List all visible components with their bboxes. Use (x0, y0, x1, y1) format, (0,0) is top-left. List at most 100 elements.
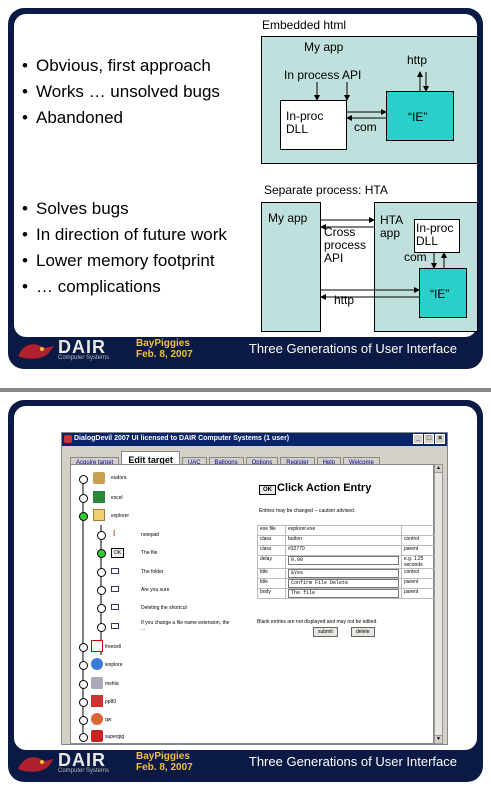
tree-item-deleting-shortcut[interactable]: Deleting the shortcut (141, 605, 187, 611)
tree-toggle[interactable] (97, 623, 106, 632)
title-parent-field[interactable]: Confirm File Delete (288, 579, 399, 588)
bullet: •Abandoned (22, 108, 123, 127)
ok-icon: OK (111, 548, 125, 558)
maximize-button[interactable]: □ (424, 434, 434, 444)
tree-toggle[interactable] (79, 494, 88, 503)
tree-item-iexplore[interactable]: iexplore (105, 662, 123, 668)
folder-icon (93, 472, 105, 484)
tree-item-the-file[interactable]: The file (141, 550, 158, 556)
app-icon (91, 730, 103, 742)
delete-button[interactable]: delete (351, 627, 375, 637)
tree-toggle[interactable] (79, 733, 88, 742)
tree-toggle[interactable] (79, 661, 88, 670)
scroll-up-icon[interactable]: ▲ (435, 465, 442, 473)
window-titlebar[interactable]: DialogDevil 2007 UI licensed to DAIR Com… (62, 433, 447, 446)
tree-item-superjpg[interactable]: superjpg (105, 734, 125, 740)
tree-toggle[interactable] (97, 549, 106, 558)
submit-button[interactable]: submit (313, 627, 338, 637)
window-icon (111, 604, 119, 610)
http-label: http (407, 53, 428, 67)
ie-box (386, 91, 454, 141)
tree-toggle[interactable] (79, 698, 88, 707)
folder-icon (93, 509, 105, 521)
tab-options[interactable]: Options (245, 457, 279, 468)
diagram-arrows (314, 71, 447, 300)
tree-toggle[interactable] (79, 512, 88, 521)
hta-ie-label: “IE” (430, 287, 450, 301)
app-icon (91, 695, 103, 707)
tree-toggle[interactable] (97, 586, 106, 595)
entry-note: Entries may be changed -- caution advise… (259, 508, 356, 514)
body-field[interactable]: The file (288, 589, 399, 598)
tab-edit-target[interactable]: Edit target (121, 451, 180, 468)
tree-item-the-folder[interactable]: The folder (141, 569, 164, 575)
hta-com-label: com (404, 250, 427, 264)
title-control-field[interactable]: &Yes (288, 569, 399, 578)
tree-toggle[interactable] (97, 531, 106, 540)
hta-app-label: HTA app (380, 213, 403, 240)
slide-bottom-panel: DialogDevil 2007 UI licensed to DAIR Com… (14, 406, 477, 750)
tree-item-qw[interactable]: qw (105, 717, 112, 723)
dair-logo: DAIR Computer Systems (16, 750, 126, 775)
delay-field[interactable]: 0.00 (288, 556, 399, 565)
com-label: com (354, 120, 377, 134)
slide-separator (0, 388, 491, 392)
ok-icon: OK (259, 485, 276, 495)
vertical-scrollbar[interactable]: ▲ ▼ (434, 464, 443, 744)
tree-toggle[interactable] (97, 568, 106, 577)
dll-box (280, 100, 347, 150)
tree-item-excel[interactable]: excel (111, 495, 123, 501)
cross-label: Cross process API (324, 225, 367, 265)
ie-icon (91, 658, 103, 670)
tree-item-pp80[interactable]: pp80 (105, 699, 117, 705)
dragon-icon (18, 344, 54, 359)
bullet: •Lower memory footprint (22, 251, 215, 270)
tab-balloons[interactable]: Balloons (208, 457, 244, 468)
tree-toggle[interactable] (97, 604, 106, 613)
tab-register[interactable]: Register (280, 457, 315, 468)
tree-item-notepad[interactable]: notepad (141, 532, 160, 538)
tree-item-explorer[interactable]: explorer (111, 513, 130, 519)
tree-item-freecell[interactable]: freecell (105, 644, 122, 650)
app-icon (64, 435, 72, 443)
close-button[interactable]: × (435, 434, 445, 444)
hta-myapp-label: My app (268, 211, 308, 225)
minimize-button[interactable]: _ (413, 434, 423, 444)
embedded-title: Embedded html (262, 18, 347, 32)
tree-item-extension[interactable]: If you change a file name extension, the… (141, 620, 230, 632)
tab-welcome[interactable]: Welcome (342, 457, 380, 468)
bullet: •Obvious, first approach (22, 56, 211, 75)
tab-help[interactable]: Help (316, 457, 341, 468)
api-label: In process API (284, 68, 362, 82)
hta-ie-box (419, 268, 467, 318)
hta-title: Separate process: HTA (264, 183, 388, 197)
app-icon (91, 677, 103, 689)
window-icon (111, 586, 119, 592)
tab-bar: Acquire target Edit target UAC Balloons … (70, 451, 382, 468)
hta-myapp-box (261, 202, 321, 332)
tree-item-are-you-sure[interactable]: Are you sure (141, 587, 170, 593)
tab-acquire-target[interactable]: Acquire target (70, 457, 120, 468)
dll-label: In-proc DLL (286, 109, 324, 136)
tab-uac[interactable]: UAC (181, 457, 207, 468)
bullet: •Solves bugs (22, 199, 129, 218)
slide-bottom: DialogDevil 2007 UI licensed to DAIR Com… (8, 400, 483, 782)
dragon-icon (18, 757, 54, 772)
bullet: •… complications (22, 277, 161, 296)
tree-item-mshta[interactable]: mshta (105, 681, 119, 687)
tree-toggle[interactable] (79, 680, 88, 689)
tree-toggle[interactable] (79, 475, 88, 484)
tree-toggle[interactable] (79, 716, 88, 725)
entry-heading: Click Action Entry (277, 482, 372, 494)
scroll-down-icon[interactable]: ▼ (435, 735, 442, 743)
window-icon (111, 568, 119, 574)
slide-top: •Obvious, first approach •Works … unsolv… (8, 8, 483, 369)
tree-item-eudora[interactable]: eudora (111, 475, 127, 481)
excel-icon (93, 491, 105, 503)
window-title: DialogDevil 2007 UI licensed to DAIR Com… (74, 435, 290, 442)
tree-toggle[interactable] (79, 643, 88, 652)
footer-title: Three Generations of User Interface (248, 754, 457, 769)
